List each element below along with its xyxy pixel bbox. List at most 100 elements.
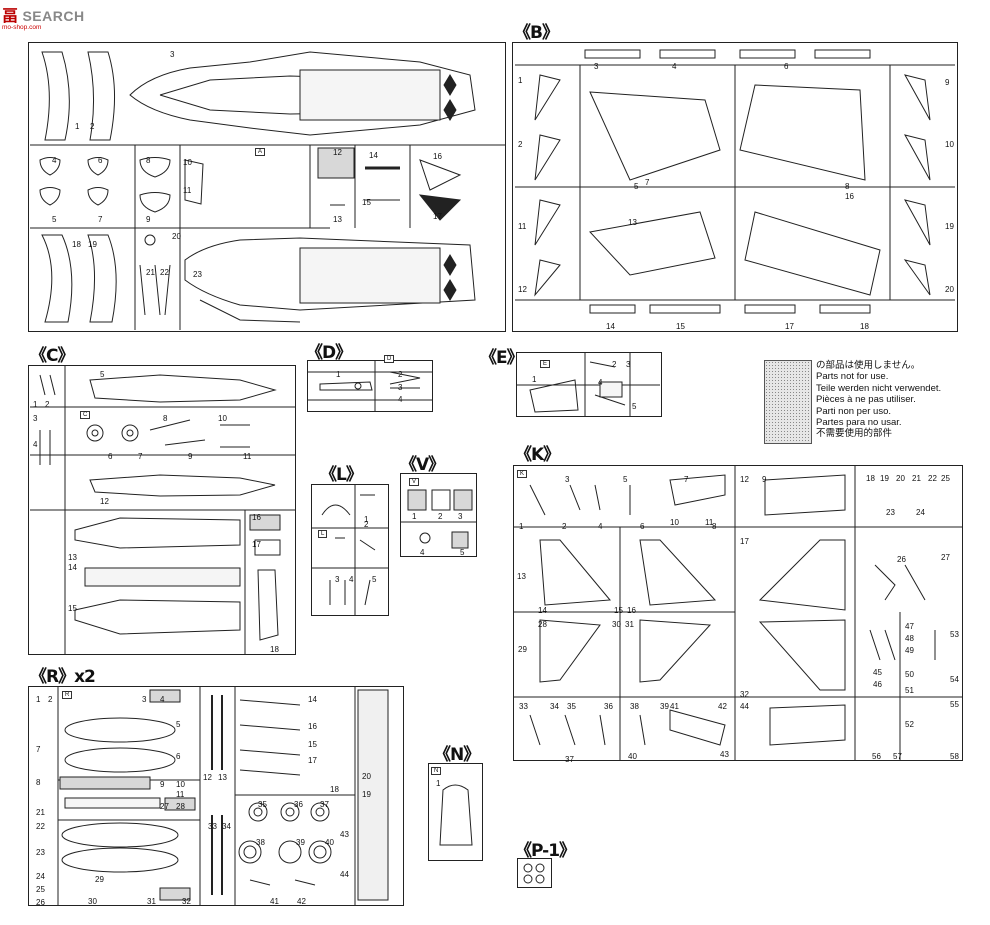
- part-number-r-9: 9: [160, 780, 165, 789]
- sprue-r-title: 《R》x2: [30, 667, 96, 687]
- sprue-c-tag: C: [80, 411, 91, 419]
- part-number-k-28: 28: [538, 620, 547, 629]
- sprue-p1-frame: [517, 858, 552, 888]
- part-number-a-2: 2: [90, 122, 95, 131]
- part-number-a-20: 20: [172, 232, 181, 241]
- part-number-b-19: 19: [945, 222, 954, 231]
- part-number-k-27: 27: [941, 553, 950, 562]
- part-number-r-27: 27: [160, 802, 169, 811]
- part-number-r-40: 40: [325, 838, 334, 847]
- sprue-d-title: 《D》: [306, 343, 352, 363]
- part-number-v-3: 3: [458, 512, 463, 521]
- part-number-k-42: 42: [718, 702, 727, 711]
- part-number-k-26: 26: [897, 555, 906, 564]
- part-number-k-57: 57: [893, 752, 902, 761]
- legend-line-de: Teile werden nicht verwendet.: [816, 382, 942, 394]
- sprue-e-parts: [516, 352, 660, 417]
- part-number-c-13: 13: [68, 553, 77, 562]
- legend-line-ja: の部品は使用しません。: [816, 360, 921, 371]
- part-number-r-1: 1: [36, 695, 41, 704]
- part-number-k-29: 29: [518, 645, 527, 654]
- part-number-k-21: 21: [912, 474, 921, 483]
- part-number-b-20: 20: [945, 285, 954, 294]
- part-number-a-10: 10: [183, 158, 192, 167]
- part-number-b-13: 13: [628, 218, 637, 227]
- part-number-b-1: 1: [518, 76, 523, 85]
- part-number-k-9: 9: [762, 475, 767, 484]
- part-number-k-12: 12: [740, 475, 749, 484]
- part-number-a-9: 9: [146, 215, 151, 224]
- part-number-k-17: 17: [740, 537, 749, 546]
- part-number-a-16: 16: [433, 152, 442, 161]
- part-number-e-5: 5: [632, 402, 637, 411]
- part-number-k-36: 36: [604, 702, 613, 711]
- watermark-brand: SEARCH: [22, 8, 85, 24]
- part-number-a-6: 6: [98, 156, 103, 165]
- part-number-r-31: 31: [147, 897, 156, 906]
- sprue-v-parts: [400, 489, 477, 549]
- part-number-k-45: 45: [873, 668, 882, 677]
- part-number-r-24: 24: [36, 872, 45, 881]
- part-number-b-7: 7: [645, 178, 650, 187]
- part-number-r-37: 37: [320, 800, 329, 809]
- part-number-c-8: 8: [163, 414, 168, 423]
- part-number-a-11: 11: [183, 186, 192, 195]
- part-number-b-4: 4: [672, 62, 677, 71]
- part-number-r-41: 41: [270, 897, 279, 906]
- sprue-r-tag: R: [62, 691, 73, 699]
- part-number-k-58: 58: [950, 752, 959, 761]
- part-number-c-10: 10: [218, 414, 227, 423]
- part-number-c-11: 11: [243, 452, 252, 461]
- part-number-r-11: 11: [176, 790, 185, 799]
- part-number-v-2: 2: [438, 512, 443, 521]
- part-number-k-14: 14: [538, 606, 547, 615]
- part-number-r-34: 34: [222, 822, 231, 831]
- sprue-l-frame: [311, 484, 389, 616]
- sprue-p1-parts: [523, 863, 545, 884]
- part-number-k-15: 15: [614, 606, 623, 615]
- watermark-cn: 畐: [2, 8, 19, 25]
- part-number-r-36: 36: [294, 800, 303, 809]
- part-number-a-22: 22: [160, 268, 169, 277]
- sprue-l-title: 《L》: [320, 465, 363, 485]
- part-number-r-14: 14: [308, 695, 317, 704]
- part-number-r-29: 29: [95, 875, 104, 884]
- part-number-c-12: 12: [100, 497, 109, 506]
- legend-line-it: Parti non per uso.: [816, 405, 891, 417]
- part-number-a-3: 3: [170, 50, 175, 59]
- part-number-b-11: 11: [518, 222, 527, 231]
- part-number-d-4: 4: [398, 395, 403, 404]
- sprue-b-parts: [515, 49, 955, 314]
- part-number-r-13: 13: [218, 773, 227, 782]
- part-number-a-4: 4: [52, 156, 57, 165]
- part-number-k-19: 19: [880, 474, 889, 483]
- sprue-c-title: 《C》: [30, 346, 74, 366]
- sprue-a-parts: [30, 51, 505, 330]
- part-number-r-3: 3: [142, 695, 147, 704]
- sprue-p1-title: 《P-1》: [515, 841, 576, 861]
- part-number-r-42: 42: [297, 897, 306, 906]
- part-number-a-23: 23: [193, 270, 202, 279]
- legend-line-zh: 不需要使用的部件: [816, 428, 893, 440]
- part-number-a-8: 8: [146, 156, 151, 165]
- part-number-k-4: 4: [598, 522, 603, 531]
- part-number-k-35: 35: [567, 702, 576, 711]
- part-number-r-32: 32: [182, 897, 191, 906]
- part-number-c-7: 7: [138, 452, 143, 461]
- part-number-b-9: 9: [945, 78, 950, 87]
- part-number-c-1: 1: [33, 400, 38, 409]
- part-number-r-8: 8: [36, 778, 41, 787]
- part-number-k-46: 46: [873, 680, 882, 689]
- part-number-r-19: 19: [362, 790, 371, 799]
- part-number-l-1: 1: [364, 515, 369, 524]
- part-number-n-1: 1: [436, 779, 441, 788]
- sprue-r-frame: [28, 686, 404, 906]
- part-number-a-1: 1: [75, 122, 80, 131]
- part-number-k-6: 6: [640, 522, 645, 531]
- part-number-k-48: 48: [905, 634, 914, 643]
- part-number-k-44: 44: [740, 702, 749, 711]
- part-number-v-1: 1: [412, 512, 417, 521]
- part-number-c-16: 16: [252, 513, 261, 522]
- part-number-v-4: 4: [420, 548, 425, 557]
